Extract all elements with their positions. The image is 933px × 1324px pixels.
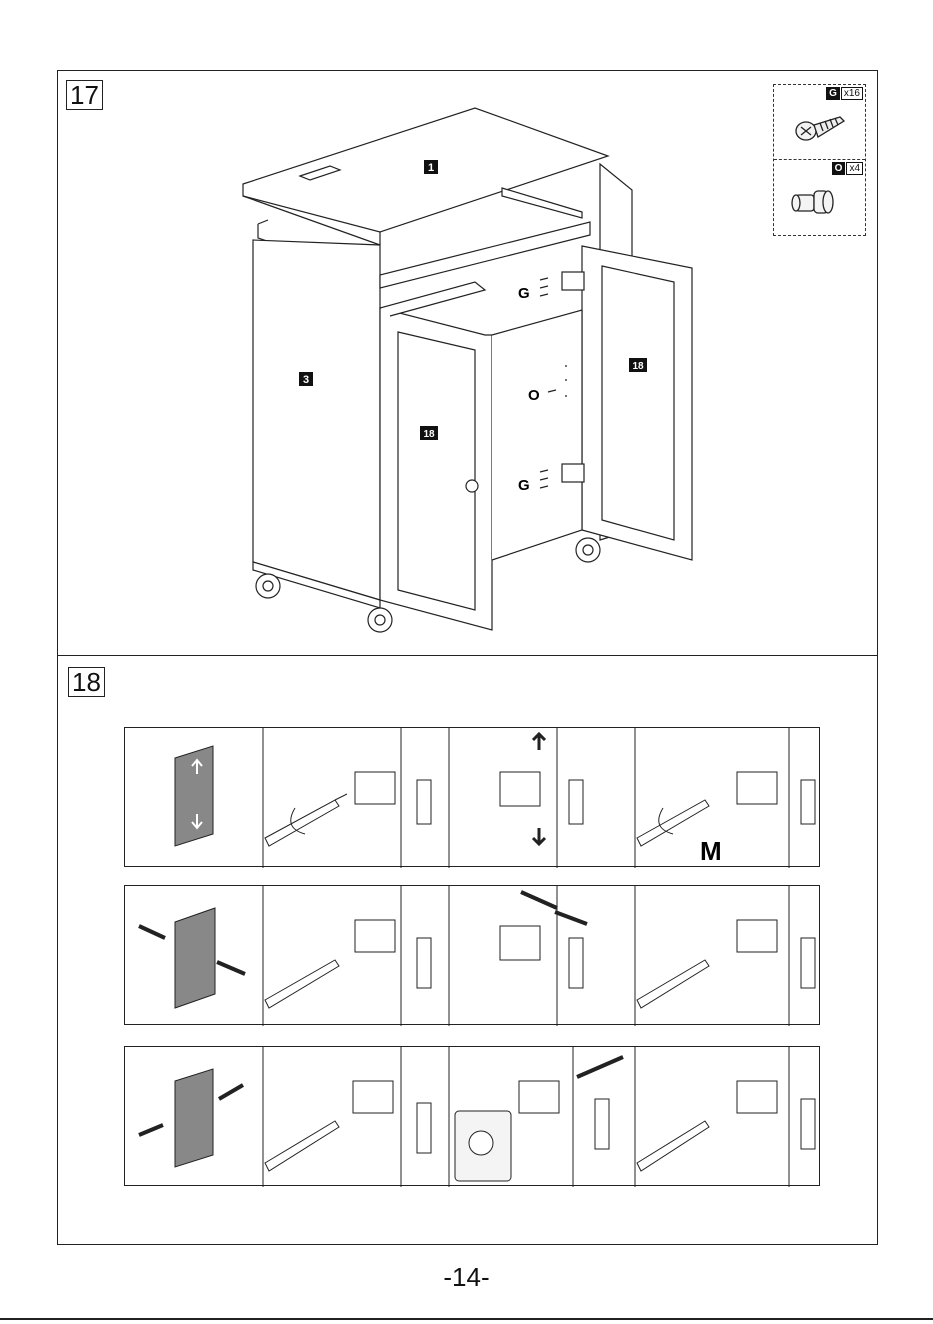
step-17-number: 17	[66, 80, 103, 110]
part-label-side: 3	[299, 372, 313, 386]
hinge-slide-icon	[500, 892, 587, 988]
adjust-row-depth	[124, 1046, 820, 1186]
part-label-top: 1	[424, 160, 438, 174]
hinge-slide-icon	[500, 734, 583, 844]
screwdriver-hinge-icon	[265, 772, 431, 846]
note-m: M	[700, 836, 722, 866]
screw-icon	[792, 109, 852, 149]
svg-text:3: 3	[303, 374, 309, 386]
hardware-box: G x16 O x4	[773, 84, 866, 236]
step-18-number: 18	[68, 667, 105, 697]
callout-knob: O	[528, 387, 540, 404]
hardware-o-qty: x4	[846, 162, 863, 175]
hardware-separator	[774, 159, 865, 160]
callout-hinge-top: G	[518, 285, 530, 302]
door-icon	[139, 1069, 243, 1167]
hardware-o-code: O	[832, 162, 846, 175]
door-icon	[175, 746, 213, 846]
svg-text:18: 18	[632, 361, 644, 372]
screwdriver-hinge-icon	[637, 920, 815, 1008]
cabinet-assembly-diagram: 1 3 18 18 G O G	[230, 100, 710, 640]
hardware-g-tag: G x16	[826, 87, 863, 100]
svg-text:18: 18	[423, 429, 435, 440]
step-divider	[57, 655, 878, 656]
hardware-g-qty: x16	[841, 87, 863, 100]
part-label-door-right: 18	[629, 358, 647, 372]
screwdriver-hinge-icon	[637, 772, 815, 846]
hardware-o-tag: O x4	[832, 162, 863, 175]
callout-hinge-bottom: G	[518, 477, 530, 494]
adjust-row-depth-drawing	[125, 1047, 821, 1187]
adjust-row-vertical-drawing: M	[125, 728, 821, 868]
door-icon	[139, 908, 245, 1008]
adjust-row-horizontal	[124, 885, 820, 1025]
adjust-row-horizontal-drawing	[125, 886, 821, 1026]
part-label-door-left: 18	[420, 426, 438, 440]
knob-icon	[790, 181, 850, 225]
svg-text:1: 1	[428, 162, 434, 174]
bottom-rule	[0, 1318, 933, 1320]
adjust-row-vertical: M	[124, 727, 820, 867]
screwdriver-hinge-icon	[265, 920, 431, 1008]
screwdriver-hinge-icon	[265, 1081, 431, 1171]
page-number: -14-	[0, 1262, 933, 1293]
hinge-depth-icon	[455, 1057, 623, 1181]
hardware-g-code: G	[826, 87, 840, 100]
screwdriver-hinge-icon	[637, 1081, 815, 1171]
